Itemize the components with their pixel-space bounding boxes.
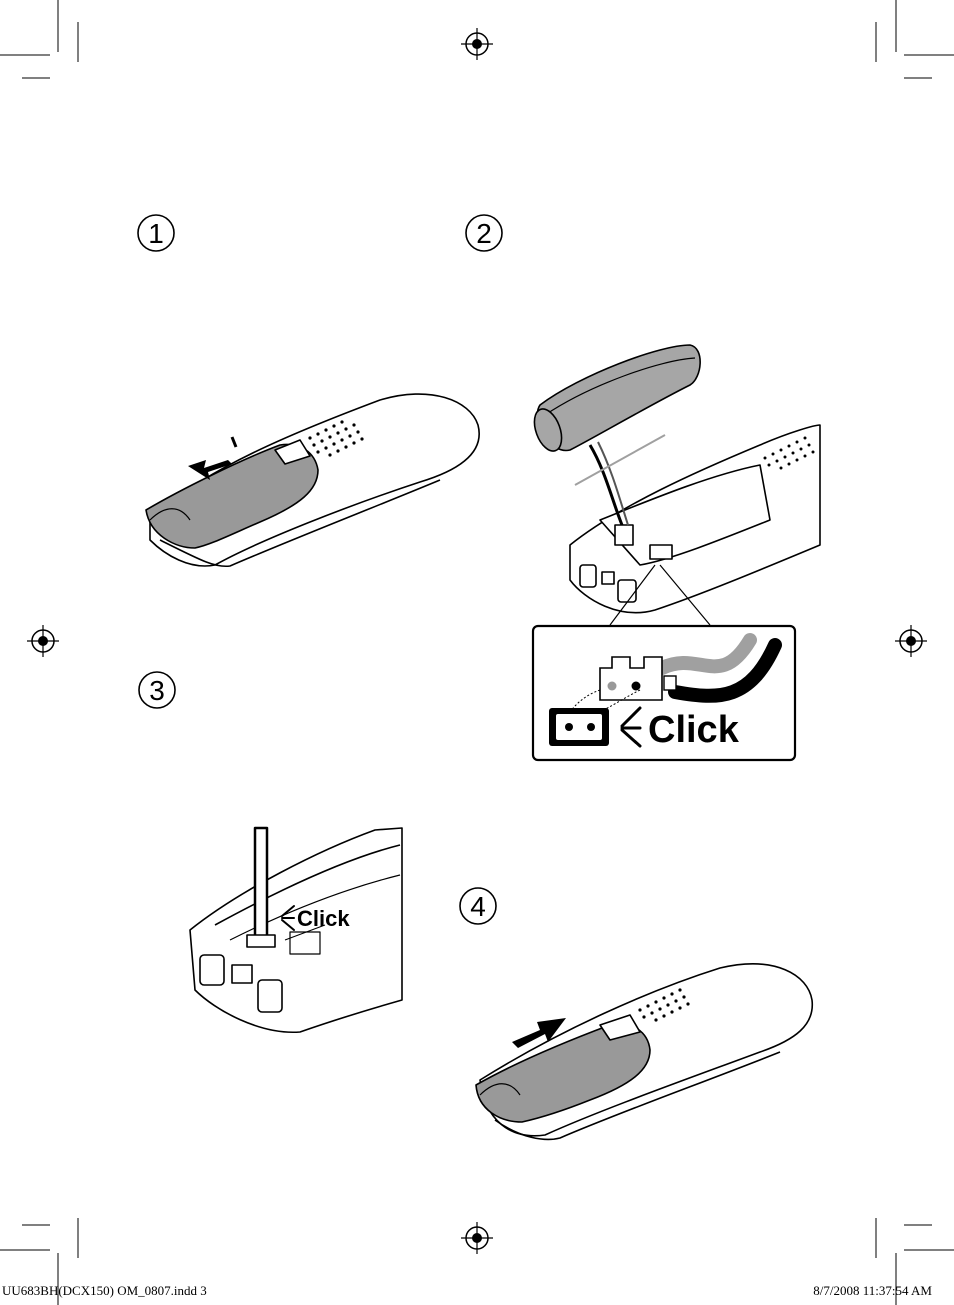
registration-mark-left xyxy=(27,625,59,657)
click-motion-icon xyxy=(620,706,642,748)
step-2-inset-panel: Click xyxy=(531,624,797,762)
step-4-illustration xyxy=(475,963,814,1141)
registration-mark-top xyxy=(461,28,493,60)
slide-right-arrow-icon xyxy=(512,1018,566,1048)
click-label-large: Click xyxy=(648,709,740,751)
registration-mark-right xyxy=(895,625,927,657)
step-3-number: 3 xyxy=(149,675,165,706)
step-1-badge: 1 xyxy=(137,214,175,252)
step-4-badge: 4 xyxy=(459,887,497,925)
step-3-badge: 3 xyxy=(138,671,176,709)
speaker-grille-icon xyxy=(308,420,364,457)
footer-file-info: UU683BH(DCX150) OM_0807.indd 3 xyxy=(2,1283,207,1298)
click-motion-icon xyxy=(281,905,295,931)
step-2-number: 2 xyxy=(476,218,492,249)
registration-mark-bottom xyxy=(461,1222,493,1254)
step-4-number: 4 xyxy=(470,891,486,922)
step-1-number: 1 xyxy=(148,218,164,249)
speaker-grille-icon xyxy=(638,988,690,1022)
speaker-grille-icon xyxy=(763,436,815,470)
step-2-badge: 2 xyxy=(465,214,503,252)
slide-left-arrow-icon xyxy=(188,460,232,480)
click-label-small: Click xyxy=(297,906,350,931)
step-3-illustration: Click xyxy=(189,826,403,1033)
step-1-illustration xyxy=(145,393,480,568)
step-2-illustration xyxy=(533,344,821,626)
footer-timestamp: 8/7/2008 11:37:54 AM xyxy=(813,1283,932,1298)
